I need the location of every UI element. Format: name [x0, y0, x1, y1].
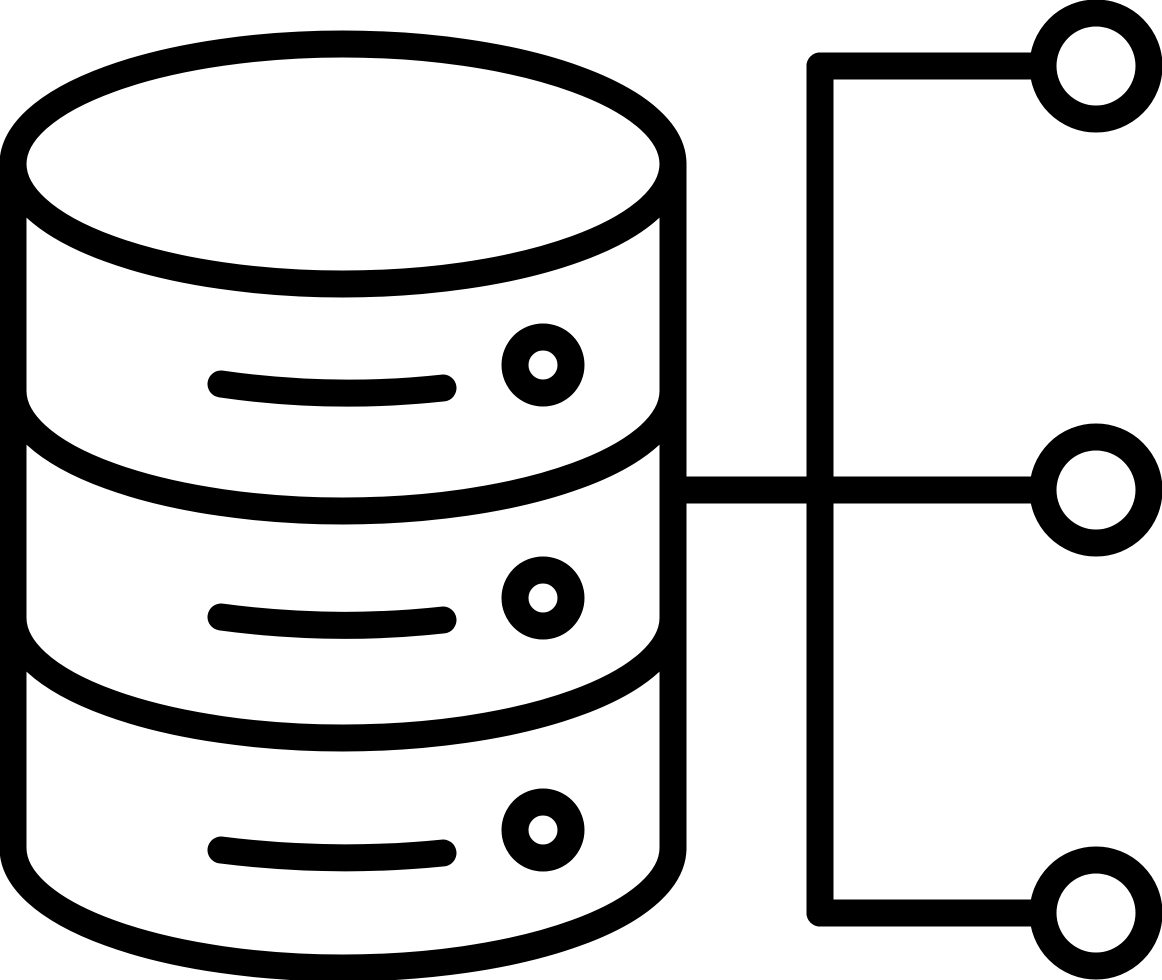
network-connector [659, 0, 1162, 980]
cylinder-bottom-curve [0, 834, 687, 980]
disk-3-led-icon [501, 788, 585, 872]
disk-2-led-icon [501, 556, 585, 640]
network-node-top-icon [1029, 0, 1162, 133]
cylinder-divider-1 [0, 377, 687, 525]
cylinder-divider-2 [0, 604, 687, 752]
disk-slot-1 [207, 323, 585, 407]
disk-2-slot-line [207, 603, 457, 639]
disk-slot-2 [207, 556, 585, 640]
network-node-bottom-icon [1029, 846, 1162, 980]
disk-3-slot-line [207, 836, 457, 872]
database-cylinder-icon [0, 30, 687, 980]
disk-1-led-icon [501, 323, 585, 407]
network-node-middle-icon [1029, 423, 1162, 557]
disk-1-slot-line [207, 370, 457, 407]
disk-slot-3 [207, 788, 585, 872]
